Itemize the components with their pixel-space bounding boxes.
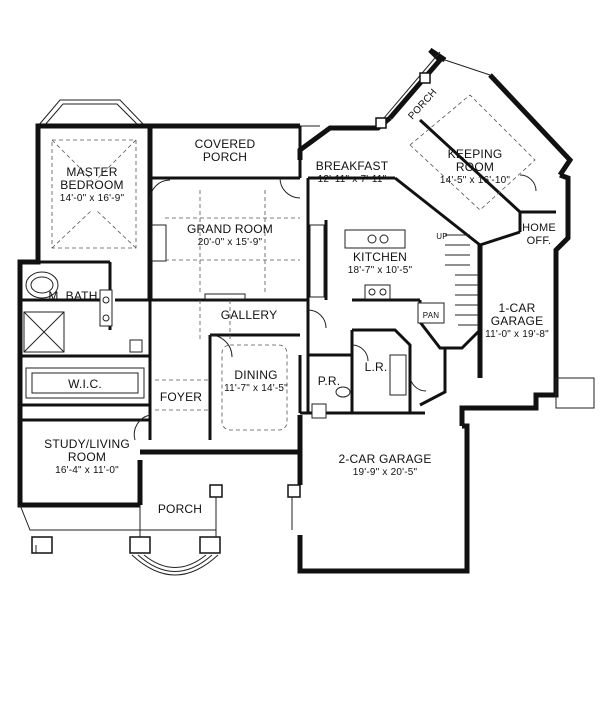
one-car-garage-dims: 11'-0" x 19'-8" (485, 329, 549, 340)
stair-treads (445, 234, 478, 326)
walk-in-closet-name: W.I.C. (68, 377, 102, 391)
home-office-name-2: OFF. (526, 235, 552, 247)
stair-up-label: UP (436, 230, 448, 243)
garage-side-bump (555, 377, 595, 409)
breakfast-dims: 12'-11" x 7'-11" (317, 174, 387, 185)
fixtures (23, 224, 478, 419)
keeping-room-dims: 14'-5" x 16'-10" (439, 175, 511, 186)
master-bay-window (37, 99, 146, 127)
walk-in-closet-label: W.I.C. (68, 378, 102, 391)
grand-room-name: GRAND ROOM (187, 222, 273, 236)
columns (31, 72, 431, 554)
dining-name: DINING (234, 368, 278, 382)
keeping-room-label: KEEPING ROOM 14'-5" x 16'-10" (440, 148, 510, 187)
one-car-garage-name-1: 1-CAR (498, 301, 536, 315)
kitchen-name: KITCHEN (352, 250, 408, 264)
foyer-name: FOYER (159, 390, 203, 404)
home-office-name-1: HOME (522, 222, 556, 234)
breakfast-name: BREAKFAST (315, 159, 389, 173)
grand-room-dims: 20'-0" x 15'-9" (197, 237, 263, 248)
keeping-room-name-2: ROOM (455, 160, 495, 174)
front-porch (19, 497, 293, 576)
dining-label: DINING 11'-7" x 14'-5" (224, 369, 288, 395)
dining-dims: 11'-7" x 14'-5" (224, 383, 288, 394)
foyer-label: FOYER (160, 391, 202, 404)
master-bedroom-label: MASTER BEDROOM 14'-0" x 16'-9" (60, 166, 125, 205)
covered-porch-label: COVERED PORCH (195, 138, 256, 164)
study-dims: 16'-4" x 11'-0" (55, 465, 119, 476)
master-bedroom-dims: 14'-0" x 16'-9" (59, 193, 125, 204)
study-living-room-label: STUDY/LIVING ROOM 16'-4" x 11'-0" (44, 438, 130, 477)
master-bedroom-name-1: MASTER (66, 165, 118, 179)
master-bedroom-name-2: BEDROOM (60, 178, 124, 192)
laundry-room-name: L.R. (364, 360, 388, 374)
pantry-label: PAN (423, 309, 439, 322)
master-bath-name: M. BATH (48, 289, 98, 303)
kitchen-dims: 18'-7" x 10'-5" (347, 265, 413, 276)
pantry-name: PAN (422, 311, 440, 320)
two-car-garage-label: 2-CAR GARAGE 19'-9" x 20'-5" (338, 453, 431, 479)
interior-walls (20, 118, 556, 440)
study-name-1: STUDY/LIVING (44, 437, 130, 451)
gallery-name: GALLERY (220, 308, 278, 322)
breakfast-label: BREAKFAST 12'-11" x 7'-11" (316, 160, 389, 186)
powder-room-name: P.R. (317, 374, 341, 388)
one-car-garage-name-2: GARAGE (490, 314, 544, 328)
grand-room-label: GRAND ROOM 20'-0" x 15'-9" (187, 223, 273, 249)
front-porch-name: PORCH (157, 502, 203, 516)
covered-porch-name-1: COVERED (194, 137, 256, 151)
front-porch-label: PORCH (158, 503, 202, 516)
stair-up-text: UP (436, 232, 448, 241)
keeping-room-name-1: KEEPING (447, 147, 503, 161)
two-car-garage-dims: 19'-9" x 20'-5" (352, 467, 418, 478)
two-car-garage-name: 2-CAR GARAGE (338, 452, 432, 466)
ceiling-dashes (51, 94, 536, 431)
covered-porch-name-2: PORCH (202, 150, 248, 164)
powder-room-label: P.R. (318, 375, 341, 388)
laundry-room-label: L.R. (365, 361, 388, 374)
master-bath-label: M. BATH (48, 290, 97, 303)
gallery-label: GALLERY (221, 309, 278, 322)
kitchen-label: KITCHEN 18'-7" x 10'-5" (348, 251, 413, 277)
home-office-label: HOME OFF. (522, 222, 556, 248)
one-car-garage-label: 1-CAR GARAGE 11'-0" x 19'-8" (485, 302, 549, 341)
door-swings (133, 174, 537, 441)
study-name-2: ROOM (67, 450, 107, 464)
